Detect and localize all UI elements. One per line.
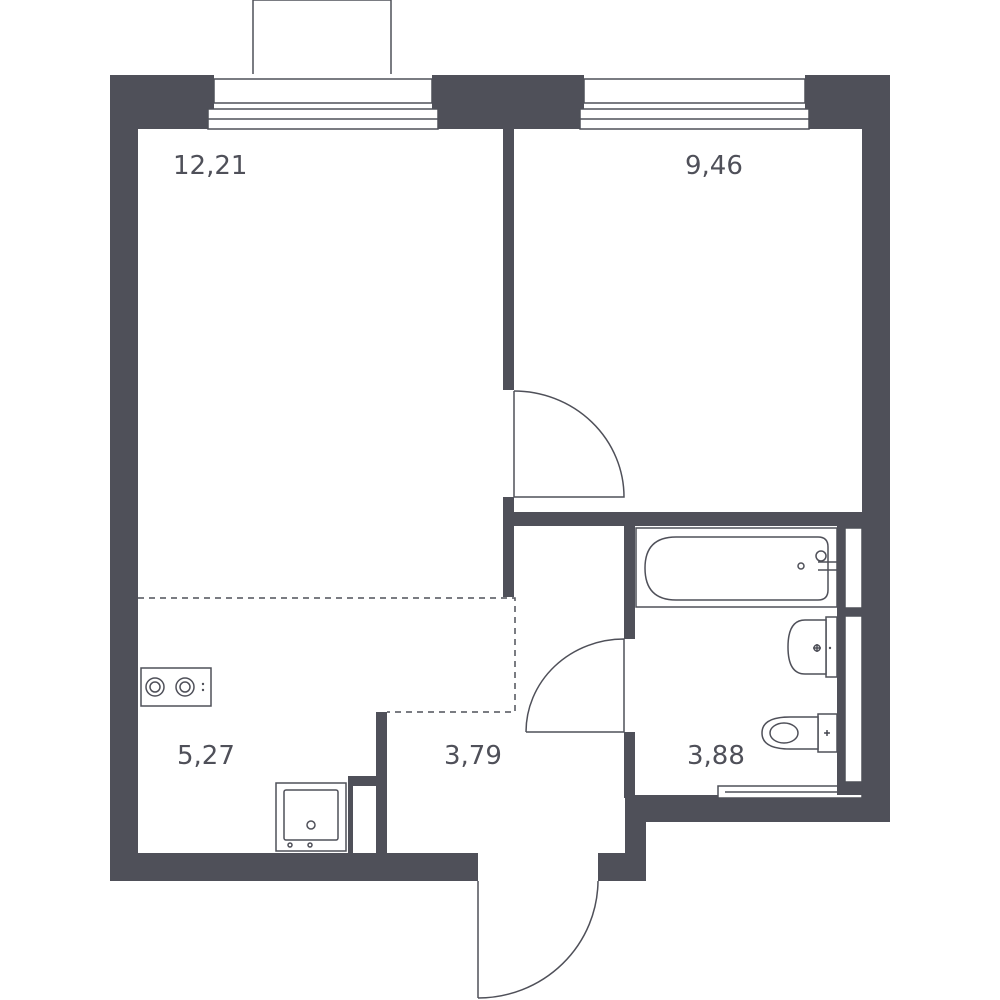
- balcony: [252, 0, 392, 74]
- area-label-living-room: 12,21: [173, 151, 247, 181]
- wall-bath-left-upper: [624, 526, 635, 639]
- door-bedroom: [513, 390, 625, 498]
- window-living: [207, 78, 439, 130]
- interior-walls: [348, 129, 863, 857]
- kitchen-sink-icon: [275, 782, 347, 852]
- windows: [207, 78, 863, 799]
- cooktop-icon: [140, 667, 212, 707]
- wall-bottom-right: [625, 795, 890, 822]
- wall-bedroom-bottom: [503, 512, 862, 526]
- wall-top-middle: [432, 75, 584, 129]
- exterior-walls: [110, 75, 890, 881]
- washbasin-icon: [787, 616, 838, 678]
- zone-boundary: [138, 597, 516, 713]
- wall-left: [110, 75, 138, 881]
- area-label-bathroom: 3,88: [687, 741, 745, 771]
- area-label-hallway: 3,79: [444, 741, 502, 771]
- shaft-slot-lower: [844, 615, 863, 783]
- window-bedroom: [579, 78, 810, 130]
- wall-bath-left-lower: [624, 732, 635, 798]
- door-entrance: [477, 880, 599, 999]
- wall-niche-left: [348, 776, 353, 857]
- wall-bottom-left: [110, 853, 478, 881]
- fixtures: [140, 527, 838, 852]
- doors: [477, 390, 625, 999]
- wall-living-bedroom-lower: [503, 497, 514, 597]
- area-label-bedroom: 9,46: [685, 151, 743, 181]
- wall-living-bedroom-upper: [503, 129, 514, 390]
- wall-right: [862, 75, 890, 822]
- bathtub-icon: [635, 527, 838, 608]
- shaft-slot-upper: [844, 527, 863, 609]
- wall-niche-top: [348, 776, 387, 786]
- toilet-icon: [761, 713, 838, 753]
- area-label-kitchen: 5,27: [177, 741, 235, 771]
- door-bathroom: [525, 638, 625, 733]
- room-labels: 12,21 9,46 5,27 3,79 3,88: [173, 151, 745, 771]
